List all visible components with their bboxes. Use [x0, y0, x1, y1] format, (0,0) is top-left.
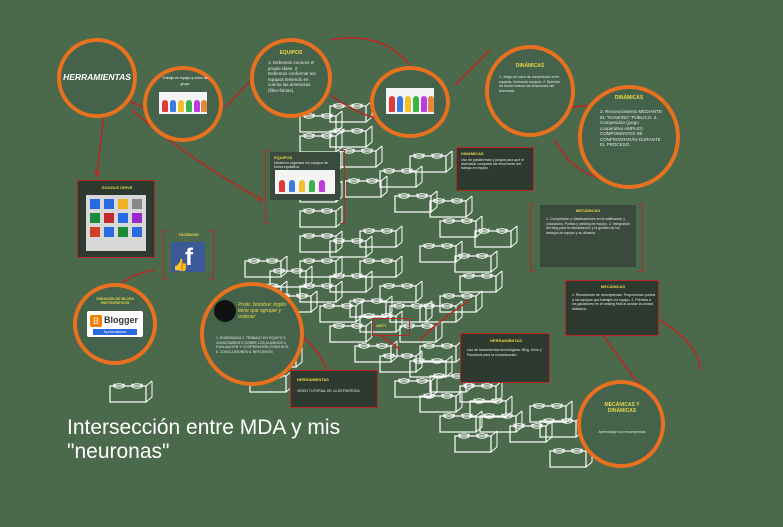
equipos-circle[interactable]: EQUIPOS 1. Debemos conocer el propio cla…: [250, 38, 332, 118]
page-title: Intersección entre MDA y mis "neuronas": [67, 416, 341, 463]
google-drive-panel[interactable]: GOOGLE DRIVE: [77, 180, 155, 258]
equipos-body: 1. Debemos conocer el propio clase. 2. D…: [268, 60, 316, 93]
unity-tag-panel: UNITY: [372, 318, 410, 336]
mecanicas-panel2-body: 1. Recolección de recompensas: Proporcio…: [572, 293, 656, 311]
dinamicas-circle-2[interactable]: DINÁMICAS 3. Reconocimiento MEDIANTE EL …: [578, 85, 680, 189]
facebook-logo-icon: f 👍: [171, 242, 205, 272]
herramientas-panel2-body: VÍDEO TUTORIAL DE LA ESTRATEGIA: [297, 389, 360, 393]
herramientas-label: HERRAMIENTAS: [63, 72, 131, 82]
dinamicas-circle[interactable]: DINÁMICAS 1. Juego de roles de competici…: [485, 45, 575, 137]
mecanicas-panel2-title: MECÁNICAS: [600, 284, 626, 289]
blogger-logo-icon: B Blogger Aprendamos: [87, 311, 143, 337]
lens-circle[interactable]: Profe: Nombre: Inglés tiene que agrupar …: [200, 282, 304, 386]
bracket-left-2: [530, 204, 535, 272]
team-image-caption: Trabajo en equipo y unión de grupo: [162, 76, 208, 86]
herramientas-panel-2[interactable]: HERRAMIENTAS VÍDEO TUTORIAL DE LA ESTRAT…: [290, 370, 378, 408]
facebook-label: FACEBOOK: [179, 233, 199, 237]
google-drive-label: GOOGLE DRIVE: [101, 185, 133, 190]
herramientas-panel2-title: HERRAMIENTAS: [297, 377, 329, 382]
equipos-title: EQUIPOS: [279, 50, 303, 56]
lens-circle-title: Profe: Nombre: Inglés tiene que agrupar …: [238, 302, 287, 320]
equipos-panel-title: EQUIPOS: [274, 155, 293, 160]
mecanicas-circle-title: MECÁNICAS Y DINÁMICAS: [604, 402, 640, 414]
dinamicas-circle2-title: DINÁMICAS: [614, 95, 644, 101]
dinamicas-panel-title: DINÁMICAS: [461, 151, 484, 156]
herramientas-panel-title: HERRAMIENTAS: [490, 338, 522, 343]
mecanicas-panel-title: MECÁNICAS: [575, 208, 601, 213]
lens-circle-body: 1. ENSEÑANZA 2. TRABAJO EN EQUIPO 3. CON…: [216, 336, 289, 354]
team-image-circle[interactable]: Trabajo en equipo y unión de grupo: [143, 66, 223, 142]
dinamicas-panel[interactable]: DINÁMICAS Uso de plataformas y juegos pa…: [456, 147, 534, 191]
mecanicas-dinamicas-circle[interactable]: MECÁNICAS Y DINÁMICAS Aprendizaje con re…: [577, 380, 665, 468]
dinamicas-circle2-body: 3. Reconocimiento MEDIANTE EL "RANKING" …: [600, 109, 662, 147]
group-picture: [386, 88, 434, 114]
prezi-badge-icon: [214, 300, 236, 322]
equipos-panel[interactable]: EQUIPOS Debemos organizar los equipos de…: [270, 152, 340, 200]
kids-picture: [159, 92, 207, 114]
mecanicas-panel[interactable]: MECÁNICAS 1. Competición y clasificacion…: [540, 205, 636, 267]
mecanicas-panel-2[interactable]: MECÁNICAS 1. Recolección de recompensas:…: [565, 280, 659, 336]
dinamicas-circle-title: DINÁMICAS: [515, 63, 545, 69]
facebook-panel[interactable]: FACEBOOK f 👍: [163, 230, 215, 280]
mecanicas-circle-body: Aprendizaje con recompensas: [598, 430, 646, 434]
drive-apps-grid: [86, 195, 146, 251]
bracket-right-2: [638, 204, 643, 272]
equipos-panel-body: Debemos organizar los equipos de forma e…: [274, 161, 329, 169]
equipos-panel-picture: [275, 170, 335, 194]
dinamicas-circle-body: 1. Juego de roles de competición entre e…: [499, 75, 561, 93]
herramientas-circle[interactable]: HERRAMIENTAS: [57, 38, 137, 118]
herramientas-panel-body: Uso de herramientas tecnológicas: Blog, …: [467, 348, 542, 357]
group-image-circle[interactable]: [370, 66, 450, 138]
dinamicas-panel-body: Uso de plataformas y juegos para que el …: [461, 158, 524, 170]
bracket-right: [340, 150, 345, 224]
blogger-circle[interactable]: CREACIÓN DE BLOGS PARTICIPATIVOS B Blogg…: [73, 283, 157, 365]
herramientas-panel[interactable]: HERRAMIENTAS Uso de herramientas tecnoló…: [460, 333, 550, 383]
blogger-label: CREACIÓN DE BLOGS PARTICIPATIVOS: [96, 297, 134, 305]
bracket-left: [265, 150, 270, 224]
mecanicas-panel-body: 1. Competición y clasificaciones en la c…: [546, 217, 631, 235]
